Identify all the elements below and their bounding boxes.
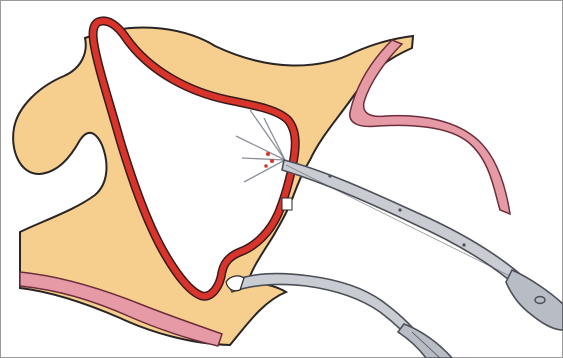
endoscope-icon (282, 160, 563, 330)
ostium-notch (282, 198, 292, 210)
upper-mucosa-lining (350, 40, 510, 214)
